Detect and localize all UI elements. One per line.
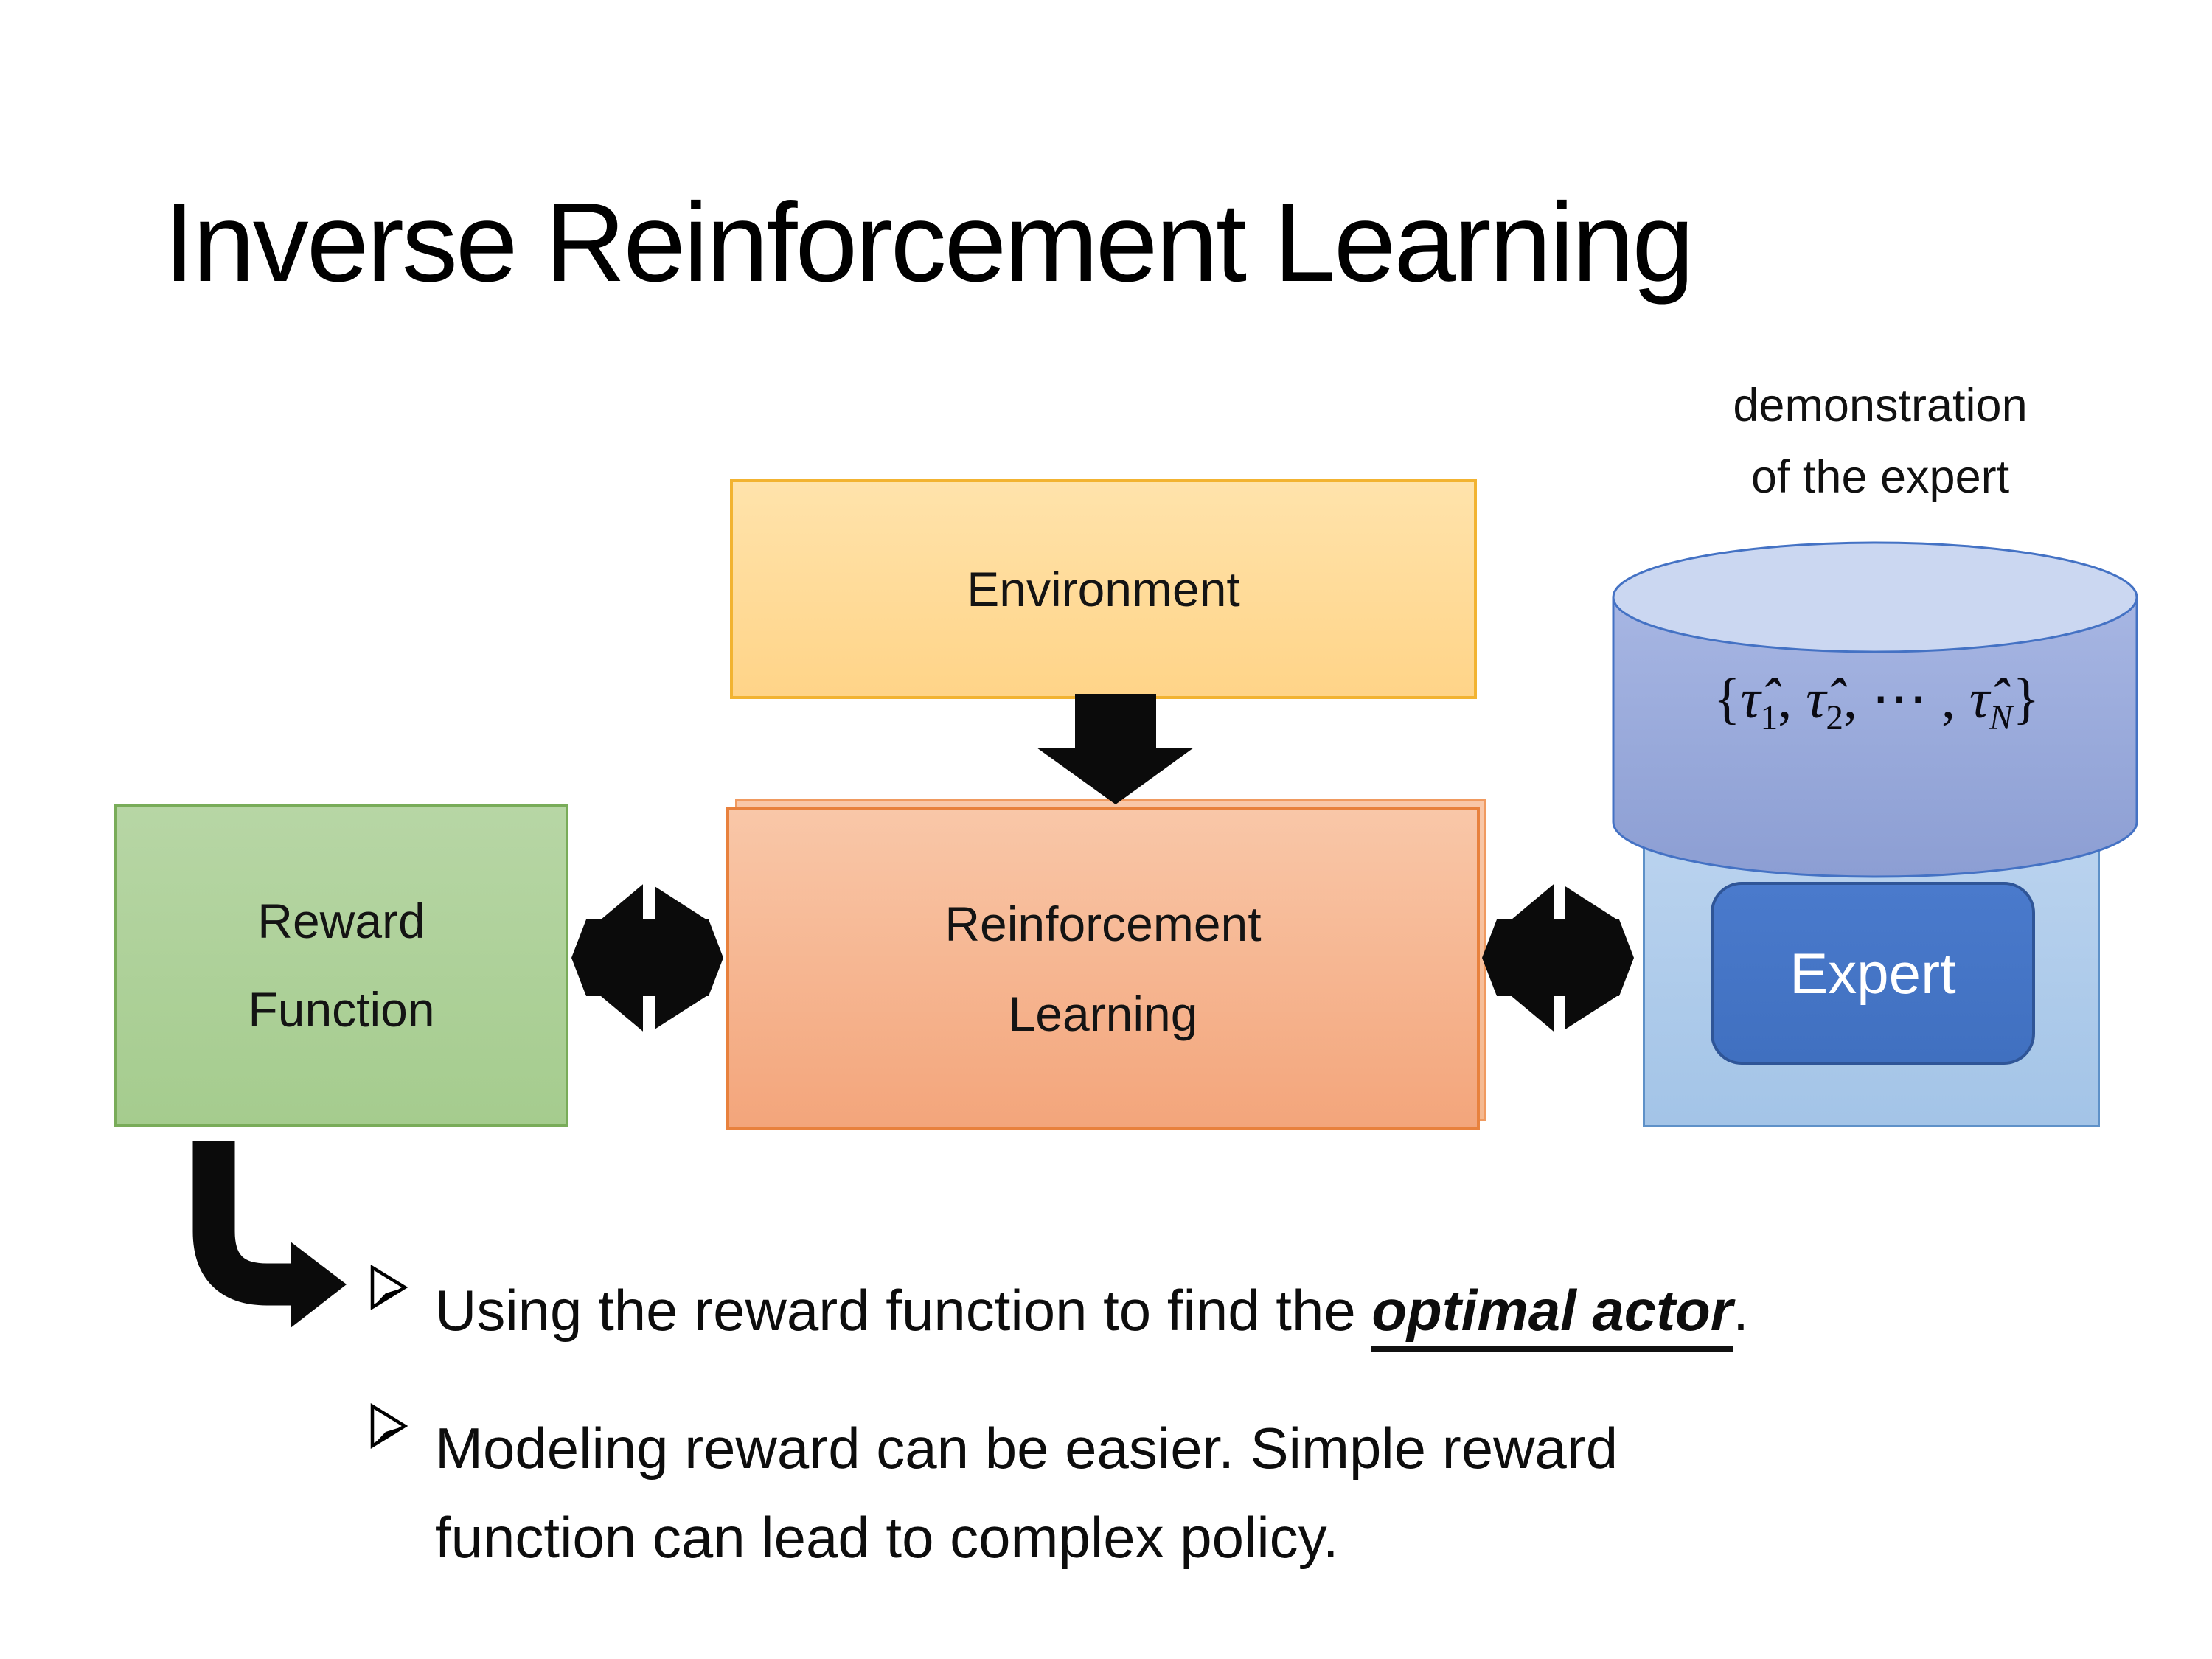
- exchange-arrows-icon: [571, 880, 723, 1036]
- formula-comma3: ,: [1927, 668, 1969, 730]
- environment-box: Environment: [730, 479, 1477, 699]
- expert-box: Expert: [1711, 882, 2035, 1065]
- bullet-item-1: Using the reward function to find the op…: [435, 1265, 2146, 1355]
- reinforcement-learning-label-line1: Reinforcement: [945, 897, 1262, 951]
- reward-function-label-line1: Reward: [257, 894, 425, 948]
- formula-sub2: 2: [1826, 699, 1843, 738]
- formula-comma1: ,: [1778, 668, 1806, 730]
- arrowhead-bullet-icon: [370, 1264, 408, 1311]
- elbow-arrow-icon: [192, 1141, 347, 1328]
- reinforcement-learning-box: Reinforcement Learning: [726, 799, 1486, 1130]
- down-arrow-icon: [1037, 694, 1194, 804]
- arrowhead-bullet-icon: [370, 1402, 408, 1450]
- formula-close-brace: }: [2012, 668, 2040, 730]
- formula-open-brace: {: [1713, 668, 1741, 730]
- bullet1-period: .: [1733, 1278, 1749, 1343]
- demonstration-label: demonstration of the expert: [1600, 370, 2160, 513]
- bullet1-text: Using the reward function to find the: [435, 1278, 1372, 1343]
- bullet-item-2: Modeling reward can be easier. Simple re…: [435, 1404, 1703, 1582]
- formula-sub1: 1: [1760, 699, 1778, 738]
- formula-dots: ⋯: [1871, 668, 1927, 730]
- demonstration-label-line2: of the expert: [1750, 451, 2010, 503]
- formula-subN: N: [1989, 699, 2013, 738]
- formula-comma2: ,: [1843, 668, 1871, 730]
- bullet2-text: Modeling reward can be easier. Simple re…: [435, 1416, 1618, 1570]
- environment-label: Environment: [967, 562, 1240, 616]
- page-title: Inverse Reinforcement Learning: [164, 180, 1694, 305]
- database-cylinder: [1612, 541, 2138, 878]
- exchange-arrows-icon: [1482, 880, 1634, 1036]
- formula-tauN: τ̂: [1969, 668, 1990, 730]
- reinforcement-learning-label-line2: Learning: [1008, 987, 1198, 1041]
- demonstration-label-line1: demonstration: [1733, 380, 2028, 431]
- expert-label: Expert: [1790, 940, 1956, 1006]
- formula-tau1: τ̂: [1740, 668, 1761, 730]
- bullet1-emphasis: optimal actor: [1371, 1278, 1733, 1352]
- formula-tau2: τ̂: [1806, 668, 1826, 730]
- trajectory-set-formula: {τ̂1, τ̂2, ⋯ , τ̂N}: [1622, 665, 2131, 738]
- reward-function-label-line2: Function: [248, 982, 435, 1037]
- reward-function-box: Reward Function: [114, 804, 568, 1127]
